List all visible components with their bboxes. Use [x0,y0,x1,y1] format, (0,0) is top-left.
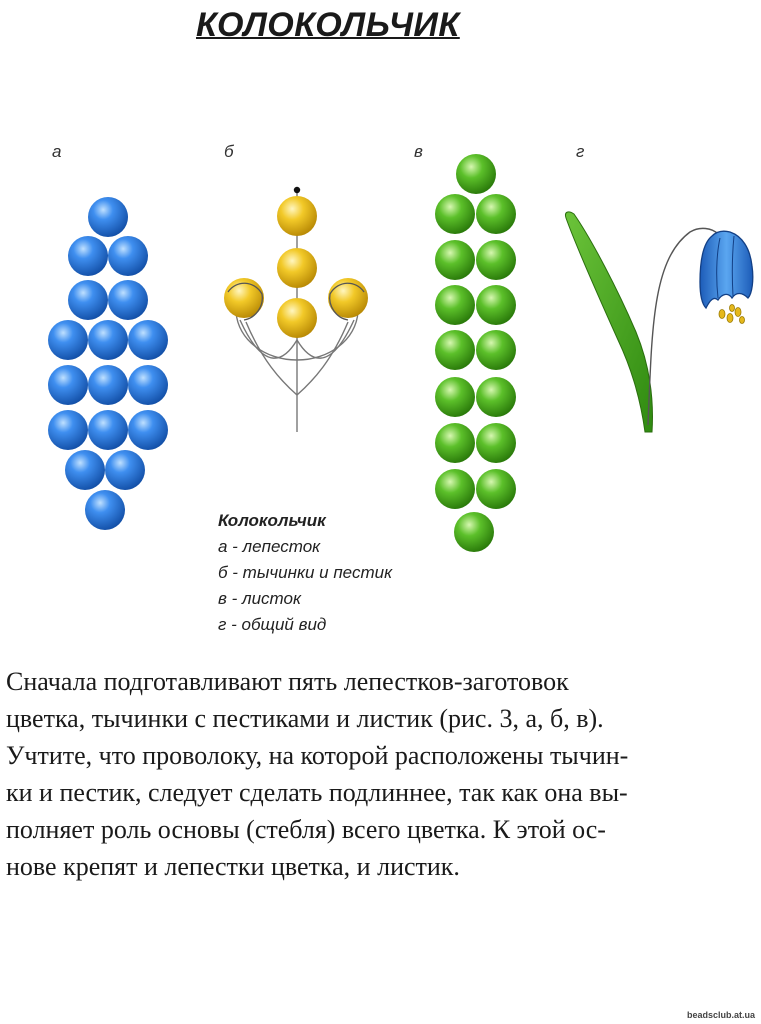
bead [476,423,516,463]
body-line: ки и пестик, следует сделать подлиннее, … [6,778,628,807]
stamen-pistil-diagram [224,186,368,432]
figure-label-a: а [52,142,62,161]
leaf-bead-diagram [435,154,516,552]
bead [476,377,516,417]
bellflower-general-view [565,211,754,433]
bead [435,194,475,234]
bead [48,410,88,450]
bead [435,240,475,280]
bead [68,280,108,320]
bead [88,410,128,450]
bead [476,194,516,234]
body-line: цветка, тычинки с пестиками и листик (ри… [6,704,604,733]
bead [88,197,128,237]
figure-label-v: в [414,142,423,161]
legend-item: г - общий вид [218,615,327,634]
bead [435,377,475,417]
bead [476,285,516,325]
figure-illustration [48,154,754,552]
legend-item: а - лепесток [218,537,321,556]
bead [88,320,128,360]
bead [48,365,88,405]
bead [105,450,145,490]
legend-item: в - листок [218,589,301,608]
watermark: beadsclub.at.ua [686,1010,755,1020]
bead [435,423,475,463]
petal-bead-diagram [48,197,168,530]
bead [454,512,494,552]
page-title: КОЛОКОЛЬЧИК [196,6,460,44]
bead [435,469,475,509]
body-line: Учтите, что проволоку, на которой распол… [6,741,629,770]
bead [48,320,88,360]
legend-title: Колокольчик [218,511,326,530]
bead [85,490,125,530]
bead [108,280,148,320]
bead [476,240,516,280]
body-paragraph: Сначала подготавливают пять лепестков-за… [6,663,751,885]
bead [128,365,168,405]
bead [128,410,168,450]
figure-label-b: б [224,142,234,161]
figure-label-g: г [576,142,585,161]
body-line: Сначала подготавливают пять лепестков-за… [6,667,569,696]
body-line: полняет роль основы (стебля) всего цветк… [6,815,606,844]
legend-item: б - тычинки и пестик [218,563,393,582]
bead [65,450,105,490]
bead [88,365,128,405]
bead [476,330,516,370]
bead [476,469,516,509]
bead [456,154,496,194]
figure-legend: Колокольчик а - лепесток б - тычинки и п… [218,508,392,638]
bead [435,285,475,325]
bead [128,320,168,360]
body-line: нове крепят и лепестки цветка, и листик. [6,852,460,881]
bead [435,330,475,370]
bead [68,236,108,276]
bead [108,236,148,276]
